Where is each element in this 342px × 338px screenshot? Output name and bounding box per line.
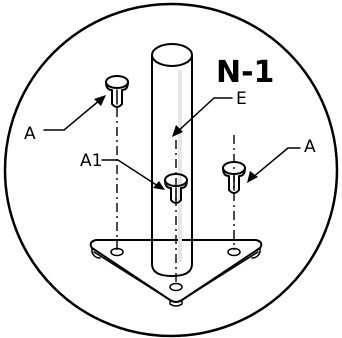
callout-e: E — [236, 89, 247, 109]
callout-a-right: A — [304, 137, 316, 157]
arrowhead-e — [172, 125, 183, 137]
callout-a1: A1 — [80, 151, 102, 171]
screw-a-left — [105, 75, 129, 108]
arrowhead-left — [94, 95, 106, 106]
leader-lines — [43, 95, 301, 190]
screw-a1-center — [164, 173, 188, 204]
base-plate — [89, 239, 263, 307]
diagram-title: N-1 — [216, 55, 274, 90]
detail-circle — [3, 2, 339, 338]
plate-hole-front — [169, 282, 183, 292]
screw-a-right — [222, 161, 246, 194]
callout-a-left: A — [24, 124, 36, 144]
plate-hole-right — [227, 247, 241, 257]
pole — [151, 43, 193, 277]
arrowhead-a1 — [153, 181, 165, 190]
arrowhead-right — [247, 171, 258, 183]
